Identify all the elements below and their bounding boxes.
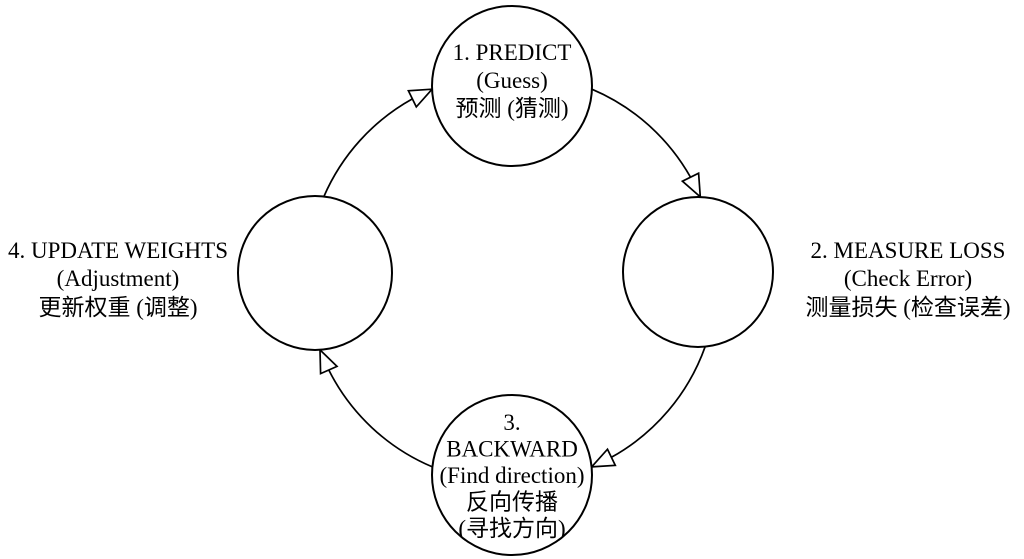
arrow-update-weights-to-predict	[323, 88, 435, 197]
node-measure-loss-label: 2. MEASURE LOSS (Check Error) 测量损失 (检查误差…	[805, 238, 1010, 320]
node-update-weights-label: 4. UPDATE WEIGHTS (Adjustment) 更新权重 (调整)	[8, 238, 228, 320]
node-backward-circle	[431, 394, 593, 556]
node-backward-subtitle: (Find direction)	[440, 463, 585, 488]
node-measure-loss-subtitle: (Check Error)	[844, 266, 972, 291]
node-predict-circle	[431, 5, 593, 167]
arrow-line	[591, 88, 692, 178]
node-update-weights	[237, 195, 393, 351]
arrow-line	[610, 346, 706, 459]
node-predict-chinese: 预测 (猜测)	[455, 96, 568, 121]
arrowhead-icon	[589, 447, 617, 468]
node-update-weights-chinese: 更新权重 (调整)	[38, 295, 197, 320]
node-predict: 1. PREDICT (Guess) 预测 (猜测)	[431, 5, 593, 167]
node-predict-title: 1. PREDICT	[453, 40, 572, 65]
node-backward-chinese-subtitle: (寻找方向)	[458, 516, 565, 541]
node-measure-loss-chinese: 测量损失 (检查误差)	[805, 295, 1010, 320]
arrow-line	[323, 98, 413, 197]
node-backward: 3. BACKWARD (Find direction) 反向传播 (寻找方向)	[431, 394, 593, 556]
node-backward-title: BACKWARD	[446, 437, 578, 462]
node-update-weights-circle	[237, 195, 393, 351]
node-backward-chinese: 反向传播	[466, 490, 558, 515]
arrow-measure-loss-to-backward	[589, 346, 706, 468]
node-backward-number: 3.	[503, 410, 520, 435]
arrow-backward-to-update-weights	[319, 347, 433, 468]
arrow-line	[328, 369, 433, 468]
node-predict-subtitle: (Guess)	[476, 68, 548, 93]
node-measure-loss-title: 2. MEASURE LOSS	[811, 238, 1006, 263]
arrowhead-icon	[319, 347, 339, 375]
arrowhead-icon	[680, 171, 702, 199]
node-update-weights-subtitle: (Adjustment)	[57, 266, 180, 291]
node-measure-loss-circle	[622, 196, 774, 348]
arrow-predict-to-measure-loss	[591, 88, 702, 199]
node-measure-loss	[622, 196, 774, 348]
arrowhead-icon	[407, 88, 435, 109]
node-update-weights-title: 4. UPDATE WEIGHTS	[8, 238, 228, 263]
